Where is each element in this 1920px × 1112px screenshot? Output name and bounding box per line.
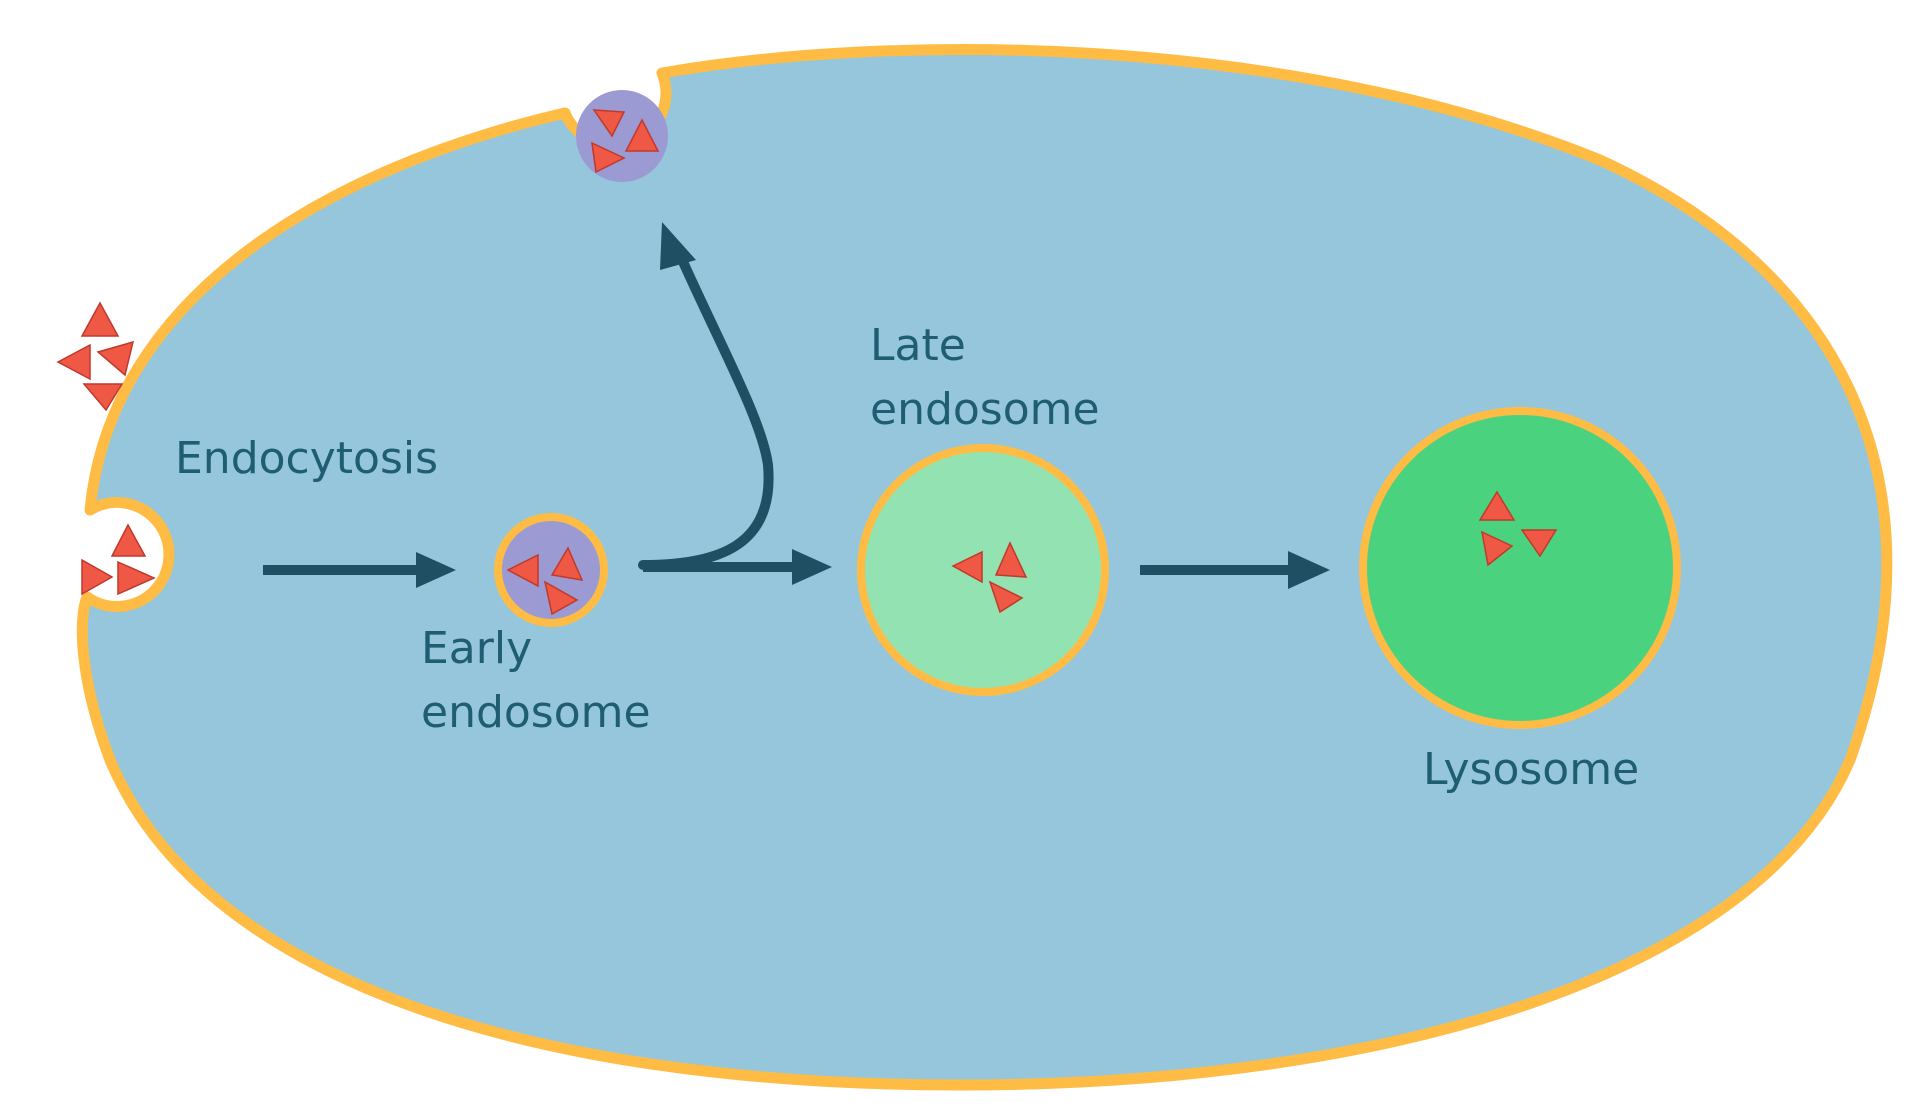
cargo-triangle: [1481, 530, 1514, 567]
cargo-triangle: [80, 301, 120, 337]
label-lysosome: Lysosome: [1423, 744, 1639, 795]
cargo-triangle: [1520, 529, 1558, 558]
cargo-triangle: [591, 141, 626, 174]
recycling-vesicle: [576, 90, 668, 182]
early-endosome: [494, 513, 608, 627]
cargo-triangle: [988, 580, 1024, 614]
label-late-line2: endosome: [870, 384, 1100, 435]
cargo-triangle: [117, 560, 156, 596]
cargo-triangle: [506, 553, 539, 588]
cargo-triangle: [592, 109, 626, 138]
label-early-line1: Early: [421, 623, 532, 674]
arrows: [263, 222, 1330, 589]
cargo-triangle: [110, 523, 147, 557]
late-endosome: [857, 444, 1109, 696]
arrow-endocytosis-to-early: [263, 552, 456, 588]
cargo-triangle: [82, 383, 124, 412]
label-endocytosis: Endocytosis: [175, 433, 438, 484]
label-early-line2: endosome: [421, 687, 651, 738]
lysosome: [1359, 407, 1681, 729]
cargo-triangle: [994, 541, 1028, 578]
cargo-triangle: [543, 580, 579, 616]
endocytic-pit: [81, 523, 156, 596]
cargo-triangle: [81, 558, 114, 596]
cargo-triangle: [56, 343, 91, 381]
cargo-triangle: [550, 546, 584, 581]
arrow-recycling: [638, 222, 774, 570]
extracellular-cargo: [56, 301, 135, 412]
arrow-late-to-lysosome: [1140, 551, 1330, 589]
cargo-triangle: [951, 550, 983, 584]
label-late-line1: Late: [870, 320, 966, 371]
cargo-triangle: [1478, 490, 1516, 521]
cargo-triangle: [624, 118, 660, 152]
cargo-triangle: [96, 340, 135, 377]
